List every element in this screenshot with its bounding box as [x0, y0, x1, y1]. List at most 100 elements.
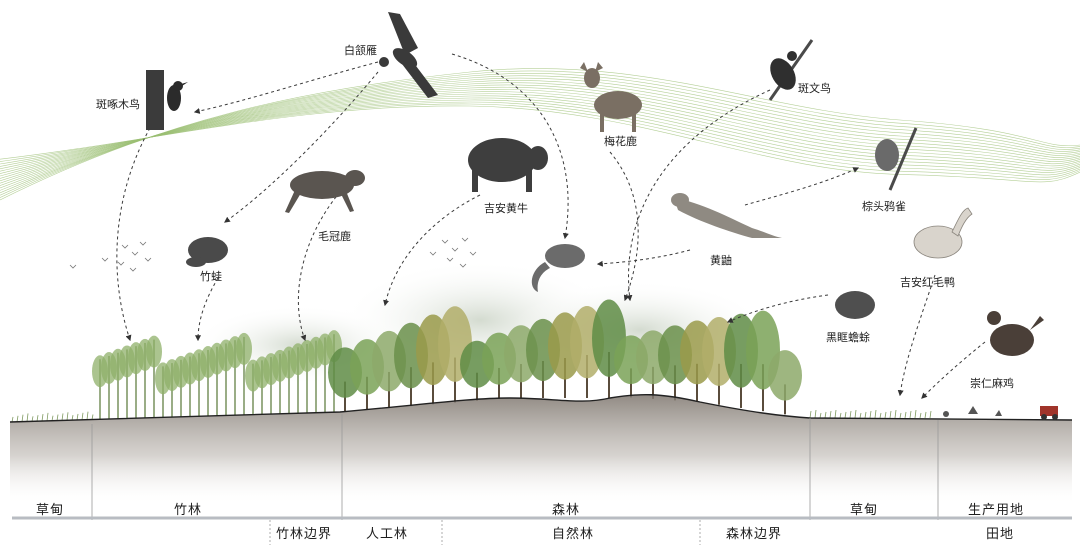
- label-frog: 竹蛙: [200, 270, 222, 283]
- grass-blade: [869, 410, 872, 419]
- label-duck: 吉安红毛鸭: [900, 276, 955, 289]
- ground-line: [9, 393, 1073, 423]
- label-tufted-deer: 毛冠鹿: [318, 230, 351, 243]
- grass-blade: [21, 414, 24, 422]
- grass-blade: [864, 411, 867, 419]
- grass-blade: [86, 411, 89, 420]
- weasel-figure: [671, 193, 782, 238]
- grass-blade: [76, 413, 79, 421]
- label-woodpecker: 斑啄木鸟: [96, 98, 140, 111]
- label-cattle: 吉安黄牛: [484, 202, 528, 215]
- squirrel-figure: [531, 244, 585, 292]
- zone-plantation: 人工林: [366, 527, 409, 542]
- soil-layer: [10, 394, 1072, 505]
- farm-icons: [943, 406, 1058, 420]
- grass-blade: [844, 411, 847, 419]
- hawk-eagle-figure: [379, 12, 438, 98]
- zone-bamboo-forest: 竹林: [174, 503, 203, 518]
- flow-line: [0, 82, 1080, 186]
- flow-line: [0, 70, 1080, 198]
- grass-blade: [51, 415, 54, 421]
- flow-line: [0, 101, 1080, 178]
- zone-meadow-right: 草甸: [850, 503, 879, 518]
- vegetation: [11, 299, 932, 423]
- chicken-figure: [987, 311, 1044, 356]
- grass-blade: [924, 411, 927, 419]
- grass-blade: [819, 412, 822, 419]
- toad-figure: [835, 291, 875, 319]
- grass-blade: [914, 409, 917, 419]
- grass-blade: [66, 412, 69, 421]
- munia-figure: [768, 39, 814, 101]
- grass-blade: [854, 409, 857, 419]
- grass-blade: [884, 411, 887, 419]
- zone-forest: 森林: [552, 503, 581, 518]
- grass-blade: [16, 415, 19, 422]
- label-weasel: 黄鼬: [710, 254, 732, 267]
- sika-deer-figure: [580, 62, 642, 132]
- label-sika-deer: 梅花鹿: [604, 135, 637, 148]
- flow-line: [0, 77, 1080, 191]
- grass-blade: [929, 410, 932, 419]
- grass-blade: [834, 409, 837, 419]
- grass-blade: [91, 414, 94, 420]
- zone-natural-forest: 自然林: [552, 527, 595, 542]
- grass-blade: [61, 413, 64, 421]
- zone-forest-edge: 森林边界: [726, 527, 783, 542]
- forest-tree: [768, 350, 802, 415]
- grass-blade: [829, 410, 832, 419]
- grass-blade: [11, 416, 14, 423]
- label-toad: 黑眶蟾蜍: [826, 331, 870, 344]
- label-munia: 斑文鸟: [798, 82, 831, 95]
- grass-blade: [894, 409, 897, 419]
- flow-line: [0, 105, 1080, 183]
- label-hawk-eagle: 白颔雁: [344, 44, 377, 57]
- duck-figure: [913, 207, 973, 259]
- grass-blade: [56, 414, 59, 421]
- grass-blade: [849, 410, 852, 419]
- grass-blade: [904, 411, 907, 419]
- grass-blade: [26, 413, 29, 422]
- interaction-arrows: [116, 53, 986, 399]
- grass-blade: [36, 415, 39, 422]
- frog-figure: [186, 237, 228, 267]
- flow-line: [0, 68, 1080, 201]
- zone-production-land: 生产用地: [968, 503, 1025, 518]
- grass-blade: [859, 412, 862, 419]
- grass-blade: [41, 413, 44, 422]
- grass-blade: [814, 409, 817, 419]
- label-chicken: 崇仁麻鸡: [970, 377, 1014, 390]
- tufted-deer-figure: [285, 170, 365, 213]
- grass-blade: [909, 410, 912, 419]
- grass-blade: [919, 412, 922, 419]
- bird-flock-right: [429, 237, 477, 268]
- bamboo-clump: [146, 335, 162, 418]
- zone-bamboo-edge: 竹林边界: [276, 527, 333, 542]
- grass-blade: [809, 410, 812, 419]
- zone-farmland: 田地: [986, 527, 1015, 542]
- grass-blade: [899, 412, 902, 419]
- grass-blade: [81, 412, 84, 420]
- cattle-figure: [468, 138, 548, 192]
- flow-line: [0, 103, 1080, 180]
- grass-blade: [31, 416, 34, 422]
- zone-meadow-left: 草甸: [36, 503, 65, 518]
- zone-dividers: [91, 414, 939, 545]
- parrotbill-figure: [875, 127, 918, 191]
- grass-blade: [879, 412, 882, 419]
- grass-blade: [824, 411, 827, 419]
- label-parrotbill: 棕头鸦雀: [862, 200, 906, 213]
- bamboo-clump: [236, 332, 252, 415]
- flow-line: [0, 75, 1080, 194]
- grass-blade: [839, 412, 842, 419]
- grass-blade: [874, 409, 877, 419]
- grass-blade: [71, 415, 74, 421]
- grass-blade: [889, 410, 892, 419]
- woodpecker-figure: [146, 70, 188, 130]
- grass-blade: [46, 412, 49, 421]
- flow-line: [0, 73, 1080, 196]
- bird-flock-left: [69, 241, 152, 272]
- flow-line: [0, 80, 1080, 189]
